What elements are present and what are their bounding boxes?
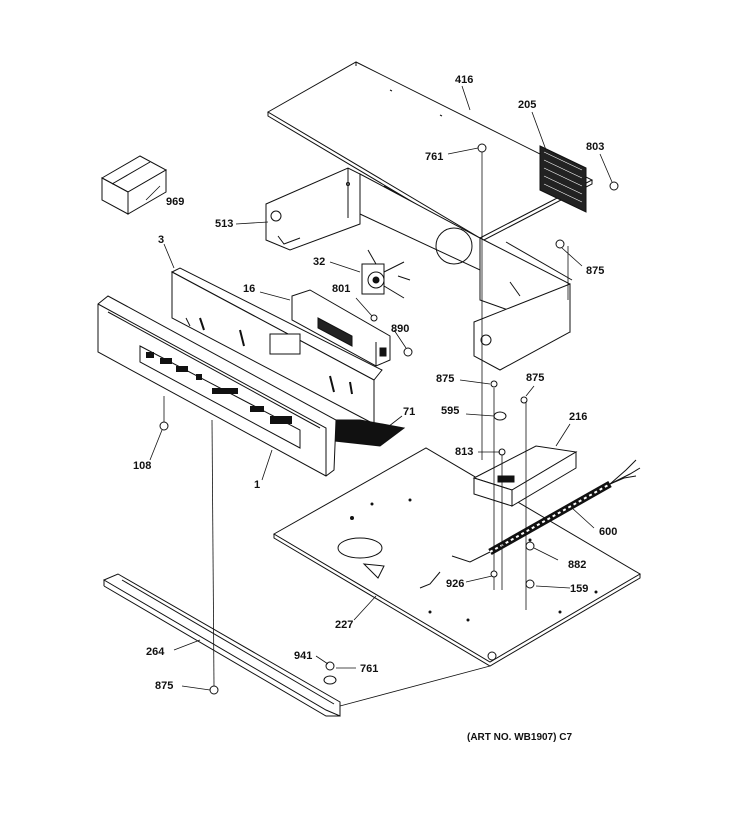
label-801: 801 bbox=[332, 283, 351, 295]
vent-grille-205 bbox=[539, 145, 587, 213]
label-875-mid: 875 bbox=[436, 373, 455, 385]
label-875-right: 875 bbox=[586, 265, 605, 277]
label-595: 595 bbox=[441, 405, 460, 417]
art-number: (ART NO. WB1907) C7 bbox=[467, 732, 573, 743]
label-882: 882 bbox=[568, 559, 587, 571]
trim-264 bbox=[102, 573, 341, 717]
label-803: 803 bbox=[586, 141, 605, 153]
leader-lines bbox=[145, 85, 613, 691]
label-761-top: 761 bbox=[425, 151, 444, 163]
bracket-216 bbox=[472, 445, 578, 507]
label-926: 926 bbox=[446, 578, 465, 590]
wire-harness-600 bbox=[419, 459, 641, 589]
label-159: 159 bbox=[570, 583, 589, 595]
label-875-mid2: 875 bbox=[526, 372, 545, 384]
control-board-16 bbox=[291, 289, 391, 367]
label-1: 1 bbox=[254, 479, 261, 491]
label-16: 16 bbox=[243, 283, 256, 295]
label-416: 416 bbox=[455, 74, 474, 86]
label-513: 513 bbox=[215, 218, 234, 230]
side-bracket-513 bbox=[265, 167, 361, 251]
box-969 bbox=[100, 155, 168, 215]
label-264: 264 bbox=[146, 646, 165, 658]
label-216: 216 bbox=[569, 411, 588, 423]
label-969: 969 bbox=[166, 196, 185, 208]
label-890: 890 bbox=[391, 323, 410, 335]
label-205: 205 bbox=[518, 99, 537, 111]
housing-box bbox=[359, 173, 573, 371]
label-761-bottom: 761 bbox=[360, 663, 379, 675]
label-941: 941 bbox=[294, 650, 313, 662]
label-3: 3 bbox=[158, 234, 165, 246]
label-227: 227 bbox=[335, 619, 354, 631]
label-32: 32 bbox=[313, 256, 326, 268]
fan-motor-32 bbox=[361, 249, 411, 299]
front-panel-1 bbox=[97, 295, 337, 477]
label-600: 600 bbox=[599, 526, 618, 538]
base-plate-227 bbox=[273, 447, 641, 667]
label-875-bottom: 875 bbox=[155, 680, 174, 692]
label-813: 813 bbox=[455, 446, 474, 458]
label-71: 71 bbox=[403, 406, 416, 418]
fasteners bbox=[159, 143, 619, 695]
control-panel-3 bbox=[170, 267, 383, 425]
label-108: 108 bbox=[133, 460, 152, 472]
alignment-lines bbox=[163, 150, 569, 707]
